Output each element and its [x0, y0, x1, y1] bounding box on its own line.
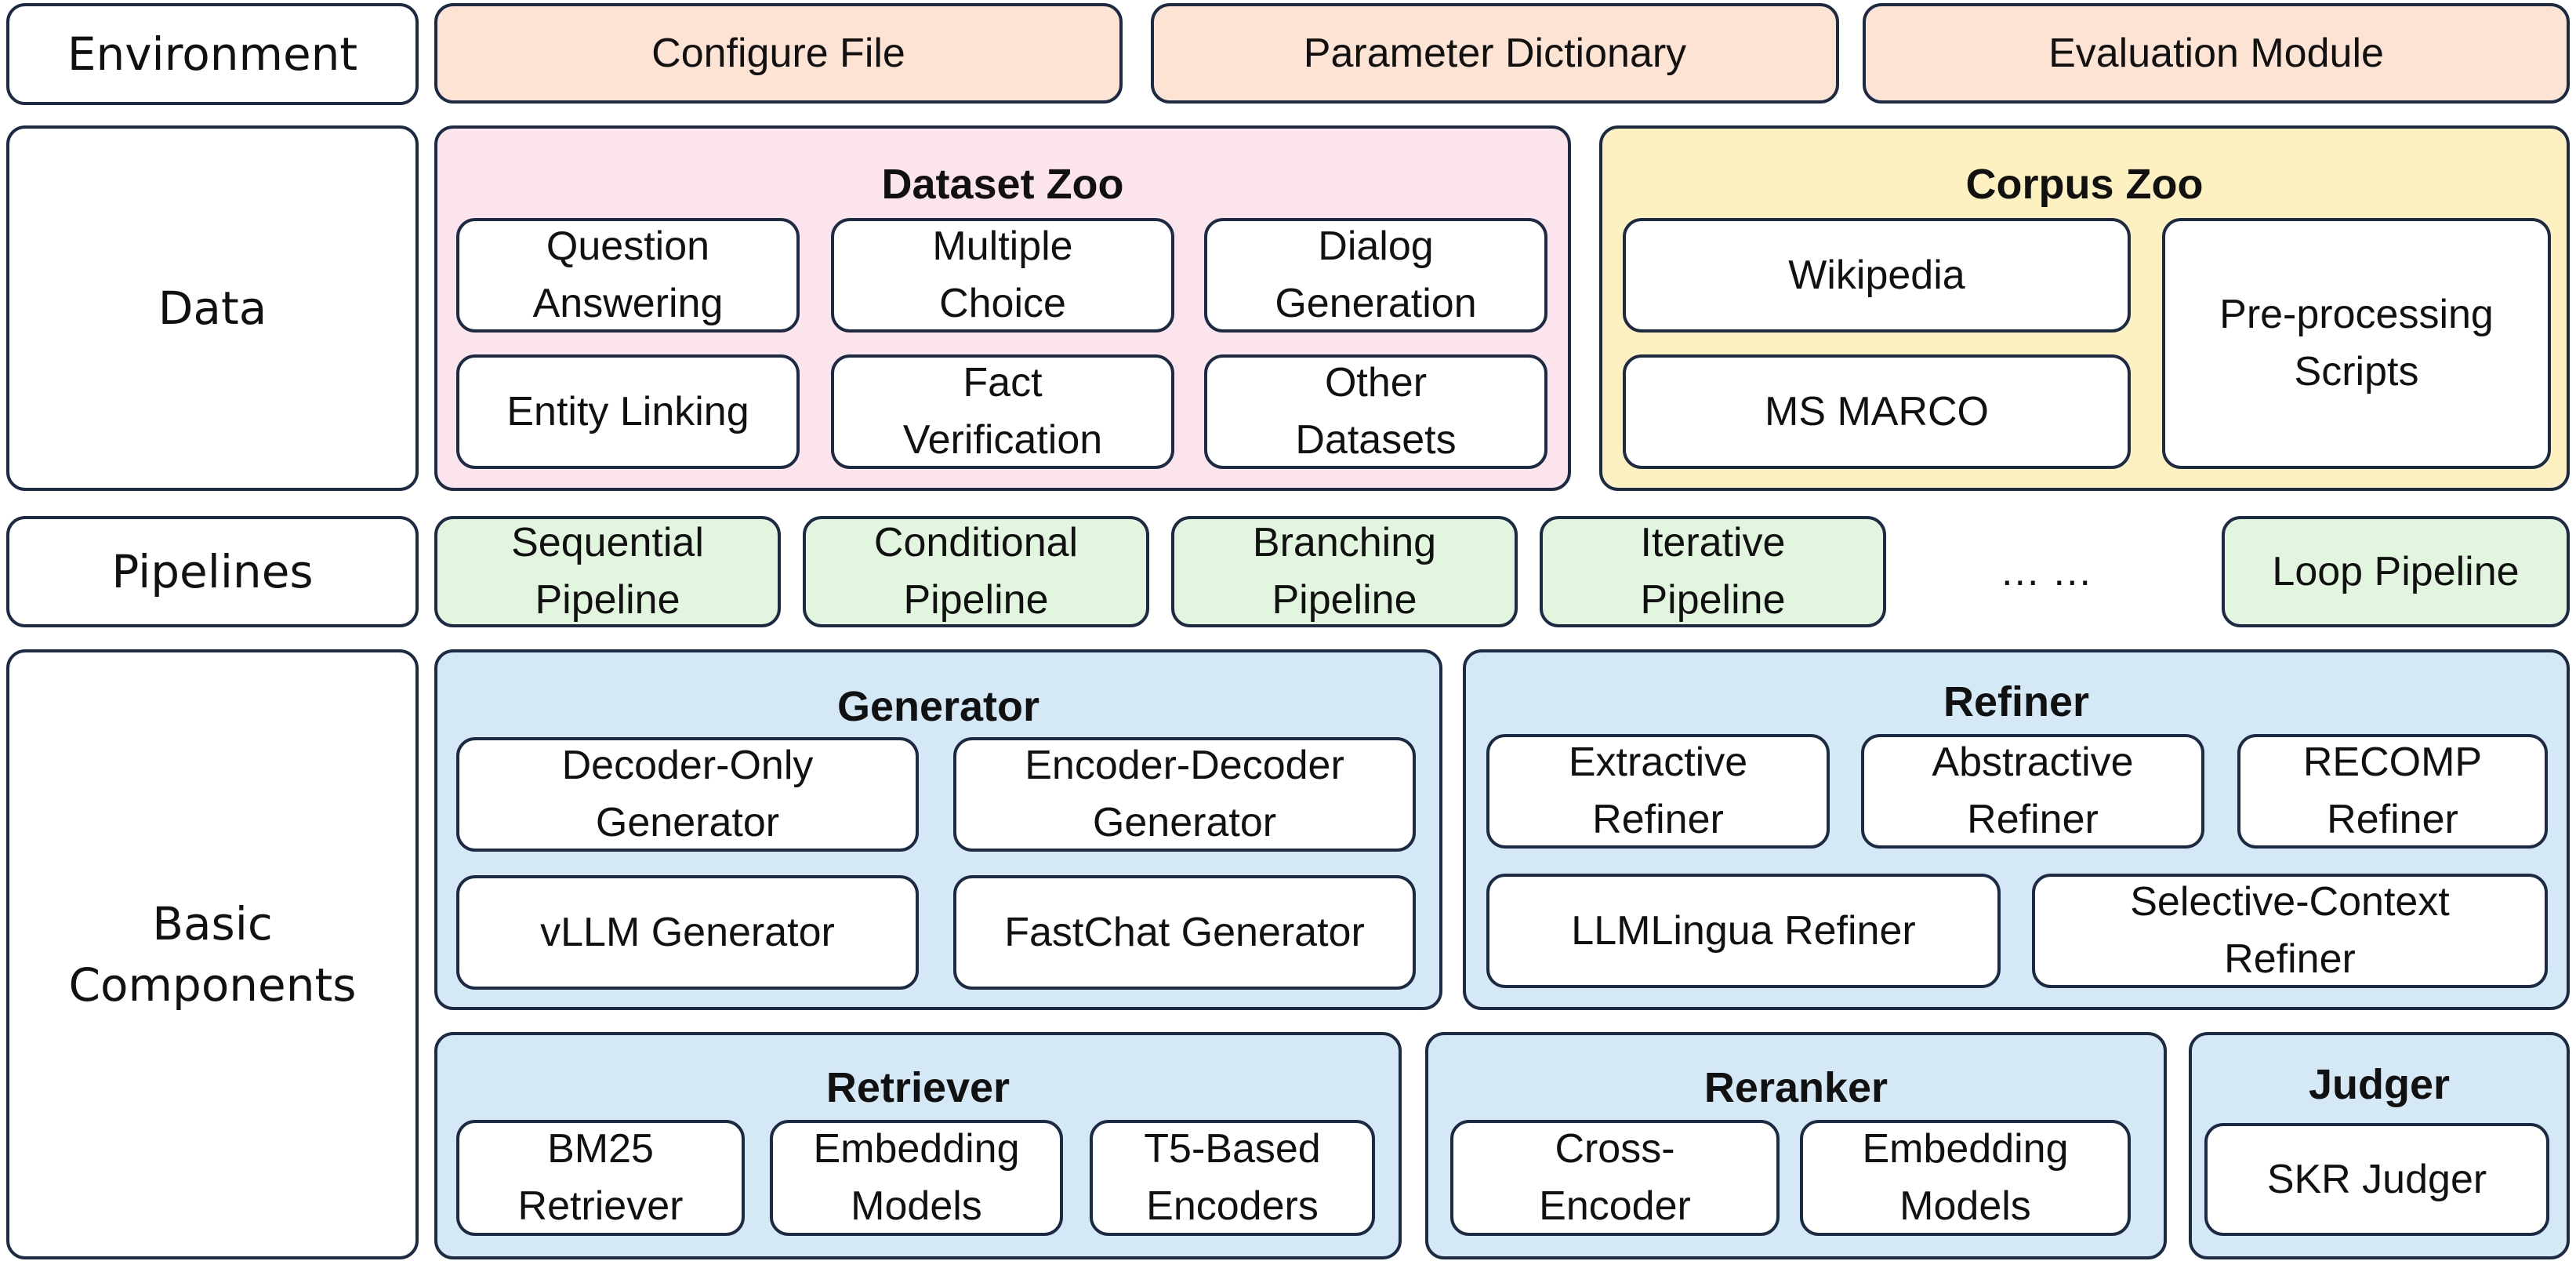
dataset-item: Multiple Choice	[831, 218, 1174, 333]
pipeline-item: Branching Pipeline	[1171, 516, 1518, 627]
dataset-item: Other Datasets	[1204, 354, 1547, 469]
refiner-title: Refiner	[1943, 678, 2090, 725]
retriever-item: Embedding Models	[770, 1120, 1063, 1236]
configure-file-box: Configure File	[434, 3, 1123, 104]
evaluation-module-box: Evaluation Module	[1863, 3, 2570, 104]
row-label-pipelines: Pipelines	[6, 516, 419, 627]
pipeline-ellipsis: … …	[1999, 548, 2093, 594]
refiner-item: Selective-Context Refiner	[2032, 874, 2548, 988]
reranker-item: Embedding Models	[1800, 1120, 2131, 1236]
retriever-item: T5-Based Encoders	[1090, 1120, 1375, 1236]
refiner-item: Abstractive Refiner	[1861, 734, 2204, 849]
row-label-basic-components: Basic Components	[6, 649, 419, 1259]
generator-item: vLLM Generator	[456, 875, 919, 990]
reranker-item: Cross- Encoder	[1450, 1120, 1780, 1236]
dataset-item: Question Answering	[456, 218, 800, 333]
dataset-item: Dialog Generation	[1204, 218, 1547, 333]
refiner-item: Extractive Refiner	[1486, 734, 1830, 849]
pipeline-item: Sequential Pipeline	[434, 516, 781, 627]
retriever-item: BM25 Retriever	[456, 1120, 745, 1236]
row-label-environment: Environment	[6, 3, 419, 105]
corpus-item-wikipedia: Wikipedia	[1623, 218, 2131, 333]
pipeline-item: Conditional Pipeline	[803, 516, 1149, 627]
refiner-item: LLMLingua Refiner	[1486, 874, 2001, 988]
generator-item: FastChat Generator	[953, 875, 1416, 990]
row-label-data: Data	[6, 125, 419, 491]
generator-title: Generator	[836, 683, 1040, 730]
dataset-item: Entity Linking	[456, 354, 800, 469]
judger-title: Judger	[2308, 1061, 2451, 1108]
retriever-title: Retriever	[825, 1064, 1010, 1111]
dataset-item: Fact Verification	[831, 354, 1174, 469]
corpus-item-ms-marco: MS MARCO	[1623, 354, 2131, 469]
pipeline-item: Iterative Pipeline	[1540, 516, 1886, 627]
dataset-zoo-title: Dataset Zoo	[881, 161, 1124, 208]
corpus-zoo-title: Corpus Zoo	[1965, 161, 2204, 208]
generator-item: Decoder-Only Generator	[456, 737, 919, 852]
pipeline-item: Loop Pipeline	[2222, 516, 2570, 627]
generator-item: Encoder-Decoder Generator	[953, 737, 1416, 852]
judger-item: SKR Judger	[2204, 1123, 2549, 1236]
refiner-item: RECOMP Refiner	[2237, 734, 2548, 849]
corpus-item-preprocessing: Pre-processing Scripts	[2162, 218, 2551, 469]
reranker-title: Reranker	[1703, 1064, 1888, 1111]
parameter-dictionary-box: Parameter Dictionary	[1151, 3, 1839, 104]
